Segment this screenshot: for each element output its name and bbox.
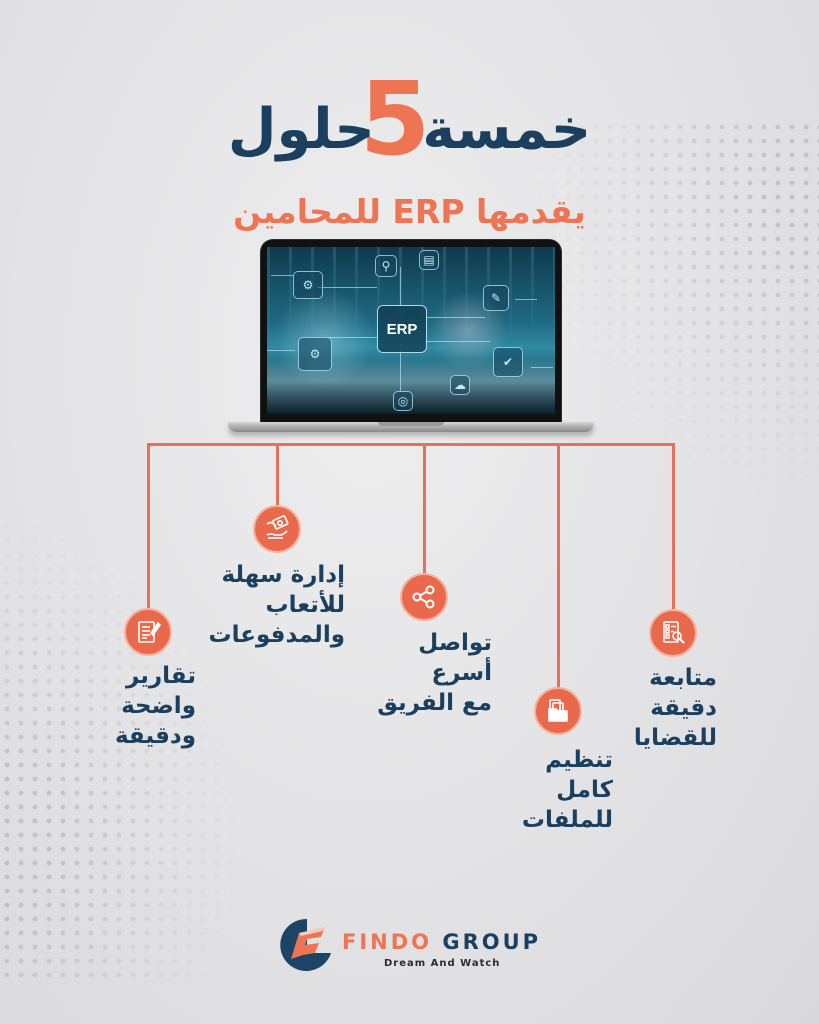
- money-hand-icon: [253, 505, 301, 553]
- screen-node-icon: ✎: [483, 285, 509, 311]
- solution-cases-line-2: دقيقة: [650, 695, 717, 721]
- screen-node-icon: ⚲: [375, 255, 397, 277]
- erp-label: ERP: [377, 305, 427, 353]
- erp-screen-graphic: ⚙ ⚲ ▤ ✎ ⚙ ✔ ◎ ☁ ERP: [267, 247, 555, 414]
- connector-communication: [423, 443, 426, 574]
- solution-cases-line-1: متابعة: [649, 665, 717, 691]
- page-subtitle: يقدمها ERP للمحامين: [233, 192, 586, 231]
- connector-payments: [276, 443, 279, 506]
- connector-files: [557, 443, 560, 688]
- screen-node-icon: ◎: [393, 391, 413, 411]
- screen-node-icon: ⚙: [293, 271, 323, 299]
- brand-name-part-2: GROUP: [442, 930, 542, 954]
- connector-cases: [672, 443, 675, 610]
- share-nodes-icon: [400, 573, 448, 621]
- title-number: 5: [359, 60, 431, 179]
- solution-reports-line-3: ودقيقة: [114, 723, 196, 749]
- solution-files-line-2: كامل: [556, 777, 613, 803]
- solution-files-line-1: تنظيم: [545, 747, 613, 773]
- solution-communication-line-3: مع الفريق: [377, 690, 492, 716]
- laptop-notch: [378, 422, 444, 426]
- solution-reports-line-1: تقارير: [125, 663, 196, 689]
- brand-tagline: Dream And Watch: [384, 958, 501, 969]
- laptop-base: [228, 422, 594, 432]
- folder-files-icon: [534, 687, 582, 735]
- solution-files-line-3: للملفات: [521, 807, 613, 833]
- solution-reports-line-2: واضحة: [121, 693, 196, 719]
- screen-node-icon: ☁: [450, 375, 470, 395]
- laptop-screen: ⚙ ⚲ ▤ ✎ ⚙ ✔ ◎ ☁ ERP: [261, 240, 561, 422]
- brand-name-part-1: FINDO: [342, 930, 433, 954]
- solution-communication-line-2: أسرع: [431, 660, 492, 686]
- screen-node-icon: ✔: [493, 347, 523, 377]
- screen-node-icon: ⚙: [298, 337, 332, 371]
- solution-payments-line-1: إدارة سهلة: [221, 562, 345, 588]
- connector-horizontal: [148, 443, 675, 446]
- solution-cases-line-3: للقضايا: [633, 725, 717, 751]
- document-pen-icon: [124, 608, 172, 656]
- brand-name: FINDO GROUP: [342, 929, 541, 955]
- findo-logo-icon: [280, 918, 331, 971]
- checklist-search-icon: [649, 609, 697, 657]
- solution-communication-line-1: تواصل: [418, 630, 492, 656]
- page-title: خمسة حلول: [227, 97, 592, 162]
- solution-payments-line-3: والمدفوعات: [208, 622, 345, 648]
- connector-reports: [147, 443, 150, 609]
- screen-node-icon: ▤: [419, 250, 439, 270]
- solution-payments-line-2: للأتعاب: [265, 592, 345, 618]
